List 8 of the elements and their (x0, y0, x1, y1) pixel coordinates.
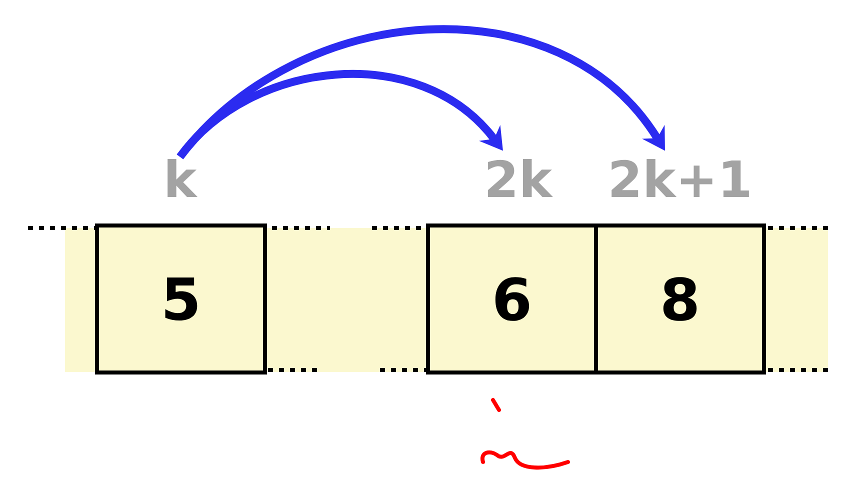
array-cell: 8 (594, 224, 766, 374)
index-label: 2k+1 (612, 159, 749, 197)
array-cell: 5 (95, 224, 267, 374)
arrow (176, 70, 503, 160)
arrow (177, 26, 665, 160)
index-label: 2k (488, 159, 553, 197)
index-label: k (168, 159, 198, 197)
array-cell: 6 (426, 224, 598, 374)
